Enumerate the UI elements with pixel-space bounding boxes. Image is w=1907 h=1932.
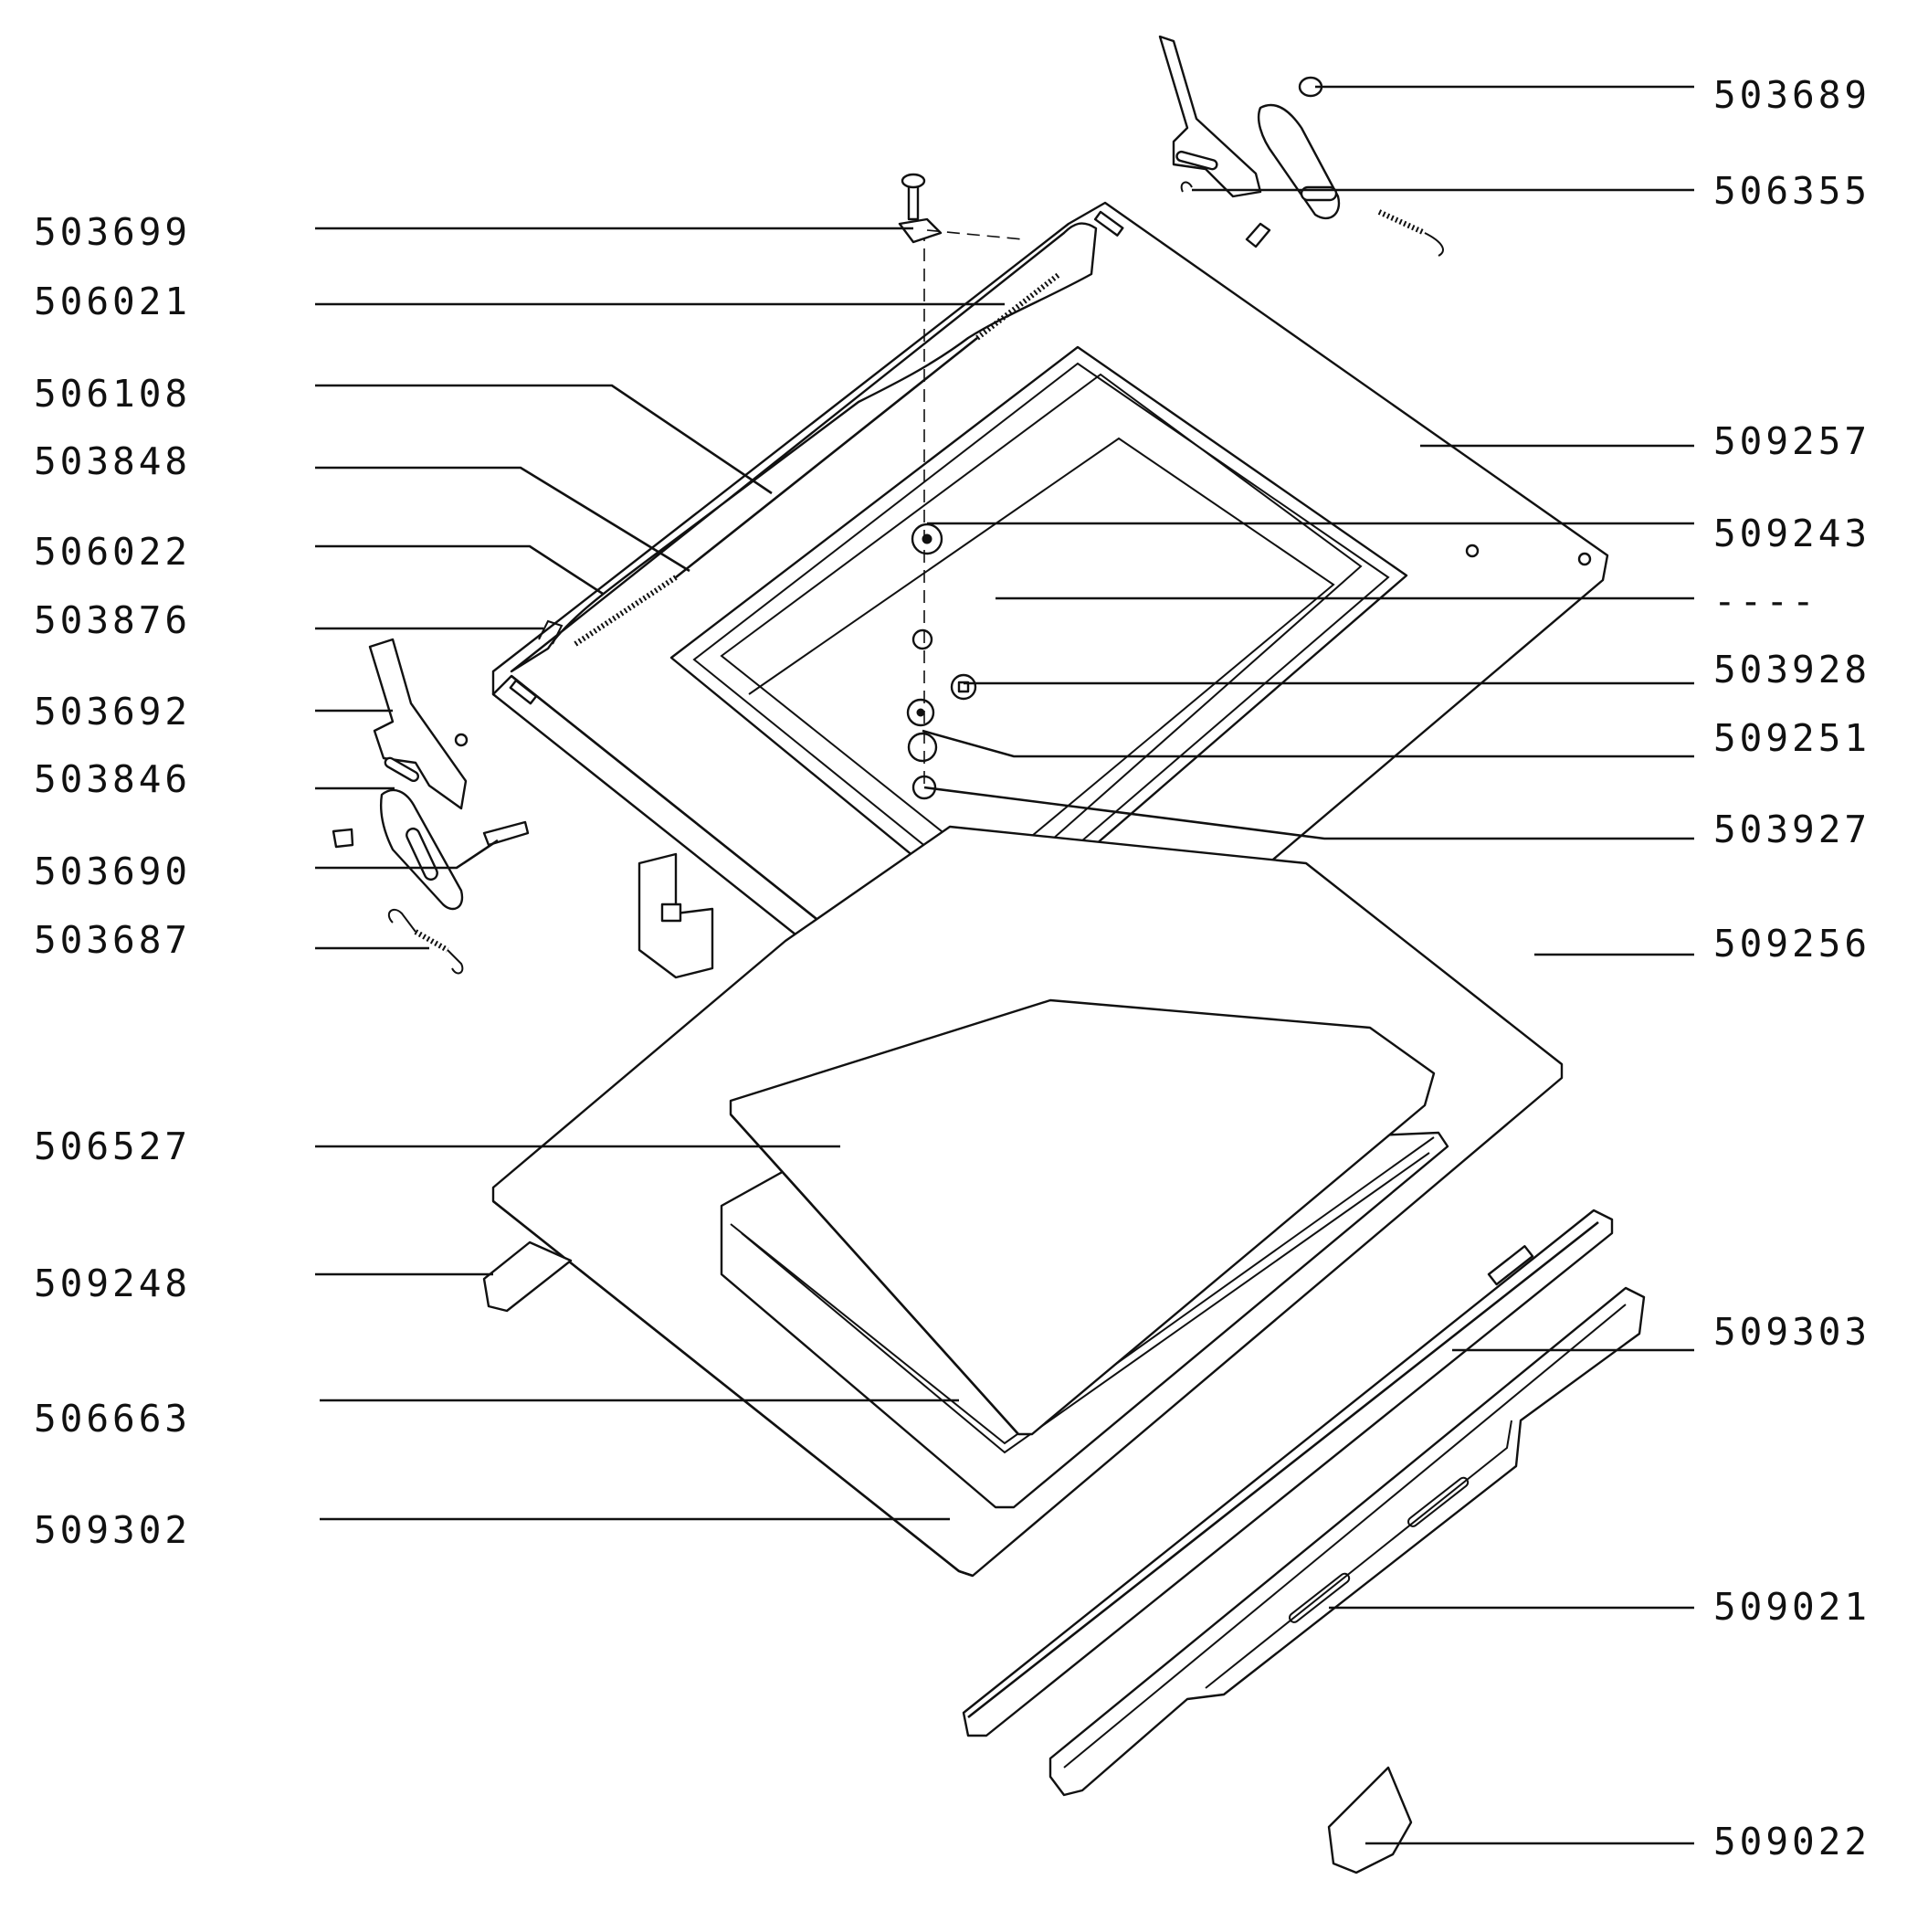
- left-hinge-parts: [332, 619, 564, 975]
- label-509022: 509022: [1713, 1820, 1871, 1863]
- label-503876: 503876: [34, 598, 192, 642]
- label-506355: 506355: [1713, 169, 1871, 213]
- label-506022: 506022: [34, 530, 192, 574]
- label-503690: 503690: [34, 850, 192, 893]
- label-506527: 506527: [34, 1124, 192, 1168]
- label-509302: 509302: [34, 1508, 192, 1552]
- bottom-rails: [962, 1209, 1646, 1874]
- label-503699: 503699: [34, 210, 192, 254]
- label-503689: 503689: [1713, 73, 1871, 117]
- label-503692: 503692: [34, 690, 192, 734]
- panels: [482, 825, 1564, 1578]
- label-509256: 509256: [1713, 922, 1871, 966]
- label-509248: 509248: [34, 1262, 192, 1305]
- label-503846: 503846: [34, 757, 192, 801]
- label-506108: 506108: [34, 372, 192, 416]
- label-509251: 509251: [1713, 716, 1871, 760]
- label-503687: 503687: [34, 918, 192, 962]
- label-503928: 503928: [1713, 648, 1871, 692]
- label-509243: 509243: [1713, 512, 1871, 555]
- label-509257: 509257: [1713, 419, 1871, 463]
- top-screw-part: [898, 173, 1024, 244]
- label-506021: 506021: [34, 280, 192, 323]
- label-509021: 509021: [1713, 1585, 1871, 1629]
- right-hinge-parts: [1158, 35, 1444, 257]
- label-503927: 503927: [1713, 808, 1871, 851]
- frame-springs: [574, 271, 1061, 647]
- leader-lines: [315, 85, 1694, 1845]
- label-503848: 503848: [34, 439, 192, 483]
- door-frame-part: [491, 201, 1609, 1093]
- label-509303: 509303: [1713, 1310, 1871, 1354]
- label-dashes: ----: [1713, 579, 1818, 623]
- label-506663: 506663: [34, 1397, 192, 1441]
